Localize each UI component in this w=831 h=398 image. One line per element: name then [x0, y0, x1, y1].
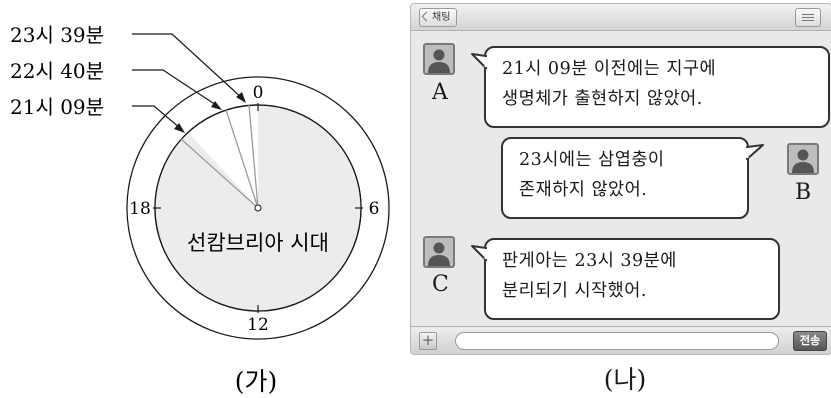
message-a: 21시 09분 이전에는 지구에 생명체가 출현하지 않았어.: [484, 46, 830, 128]
caption-ga: (가): [235, 367, 278, 396]
avatar-a: [423, 43, 455, 75]
leader-21h09: [132, 105, 182, 130]
hand-23h39: [248, 104, 259, 209]
speaker-a: A: [432, 80, 448, 105]
clock-center: [254, 204, 262, 212]
message-b-line-2: 존재하지 않았어.: [519, 180, 648, 200]
message-a-line-2: 생명체가 출현하지 않았어.: [502, 89, 703, 109]
back-button[interactable]: 채팅: [419, 8, 458, 27]
person-icon: [792, 149, 814, 173]
message-input[interactable]: [455, 332, 779, 350]
message-b: 23시에는 삼엽충이 존재하지 않았어.: [501, 137, 749, 219]
person-icon: [428, 242, 450, 266]
message-c: 판게아는 23시 39분에 분리되기 시작했어.: [484, 238, 780, 320]
time-label-22h40: 22시 40분: [10, 59, 104, 83]
hour-label-6: 6: [369, 199, 380, 219]
send-button[interactable]: 전송: [793, 331, 827, 351]
hour-label-0: 0: [253, 83, 264, 103]
avatar-b: [787, 143, 819, 175]
speaker-b: B: [795, 180, 812, 205]
hand-22h40: [225, 109, 259, 209]
arrowhead-22h40: [211, 101, 222, 110]
speaker-c: C: [432, 272, 449, 297]
chat-input-bar: + 전송: [411, 326, 831, 354]
time-label-21h09: 21시 09분: [10, 95, 104, 119]
chat-window: 채팅 A 21시 09분 이전에는 지구에 생명체가 출현하지 않았어. 23시…: [410, 3, 831, 355]
leader-22h40: [132, 69, 220, 108]
plus-icon[interactable]: +: [419, 332, 437, 350]
avatar-c: [423, 236, 455, 268]
geologic-clock-diagram: 0 6 12 18 23시 39분 22시 40분 21시 09분 선캄브리아 …: [10, 23, 390, 396]
tail-b: [746, 144, 764, 160]
hour-label-12: 12: [247, 315, 269, 335]
message-c-line-1: 판게아는 23시 39분에: [502, 251, 677, 271]
message-c-line-2: 분리되기 시작했어.: [502, 281, 647, 301]
caption-na: (나): [603, 365, 647, 394]
hand-21h09: [180, 138, 259, 209]
arrowhead-23h39: [236, 92, 246, 103]
leader-23h39: [132, 33, 244, 100]
time-label-23h39: 23시 39분: [10, 23, 104, 47]
person-icon: [428, 49, 450, 73]
era-label: 선캄브리아 시대: [187, 231, 329, 255]
menu-icon[interactable]: [795, 8, 821, 27]
message-a-line-1: 21시 09분 이전에는 지구에: [502, 59, 717, 79]
message-b-line-1: 23시에는 삼엽충이: [519, 150, 665, 170]
chat-top-bar: 채팅: [411, 4, 831, 31]
hour-label-18: 18: [129, 199, 151, 219]
arrowhead-21h09: [174, 123, 185, 133]
